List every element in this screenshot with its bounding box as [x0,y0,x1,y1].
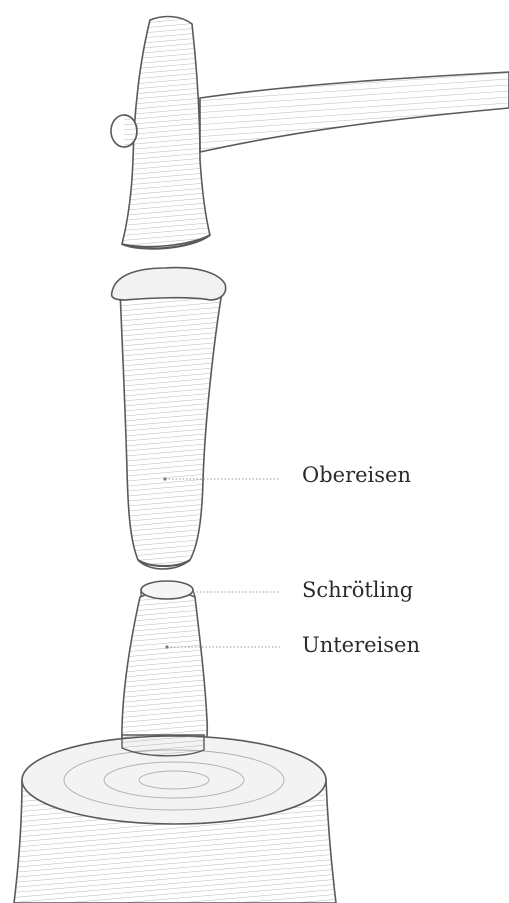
label-untereisen: Untereisen [302,635,420,656]
wooden-block [14,735,336,903]
hammer [111,17,509,249]
lower-die-body [122,592,207,756]
label-obereisen: Obereisen [302,465,411,486]
label-schroetling: Schrötling [302,580,413,601]
upper-die [112,268,226,569]
lower-die [122,581,207,756]
upper-die-body [120,284,222,569]
hammer-handle [200,72,509,152]
blank-schroetling [141,581,193,599]
upper-die-flange [112,268,226,300]
